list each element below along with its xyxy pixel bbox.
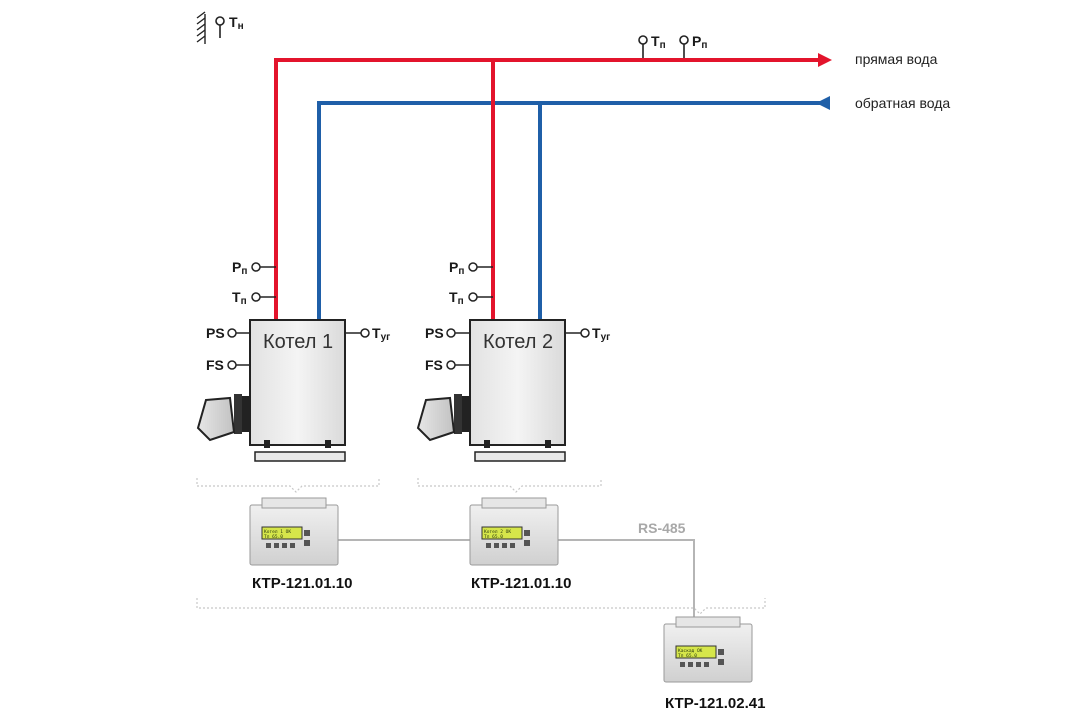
rs485-label: RS-485 — [638, 520, 686, 536]
svg-text:Тп 65.0: Тп 65.0 — [678, 653, 697, 659]
wall-hatch-icon — [196, 11, 206, 44]
return-water-pipe — [317, 101, 822, 320]
rs485-bus — [338, 539, 695, 626]
header-sensors: Tп Pп — [638, 33, 707, 60]
controller-1-label: КТР-121.01.10 — [252, 575, 352, 592]
supply-water-label: прямая вода — [855, 51, 938, 67]
controller-2: Котел 2 ОК Тп 65.0 КТР-121.01.10 — [469, 497, 571, 592]
boiler-2-flue-sensor: Tуг — [565, 325, 610, 343]
controller-1-display — [261, 526, 303, 540]
svg-text:Tуг: Tуг — [372, 325, 390, 343]
controller-3-display — [675, 645, 717, 659]
outdoor-sensor-label: Tн — [229, 14, 244, 32]
boiler-1-temperature-sensor: Tп — [232, 289, 247, 307]
controller-2-label: КТР-121.01.10 — [471, 575, 571, 592]
svg-text:Тп 65.0: Тп 65.0 — [264, 534, 283, 540]
controller-3-label: КТР-121.02.41 — [665, 695, 765, 712]
boiler-1-fs-sensor: FS — [206, 357, 224, 373]
boiler-2-name: Котел 2 — [483, 331, 553, 353]
supply-arrow-icon — [818, 53, 832, 67]
controller-3: Каскад ОК Тп 65.0 КТР-121.02.41 — [663, 616, 765, 712]
boiler-1-body — [249, 319, 346, 446]
return-water-label: обратная вода — [855, 95, 950, 111]
outdoor-temperature-sensor: Tн — [196, 11, 244, 44]
boiler-2-pressure-sensor: Pп — [449, 259, 464, 277]
controller-2-display — [481, 526, 523, 540]
boiler-2-sensors-left: Pп Tп PS FS — [425, 259, 493, 373]
svg-text:Котел 2 ОК: Котел 2 ОК — [484, 529, 511, 535]
boiler-1-flue-sensor: Tуг — [345, 325, 390, 343]
svg-text:Каскад ОК: Каскад ОК — [678, 648, 703, 654]
controller-1: Котел 1 ОК Тп 65.0 КТР-121.01.10 — [249, 497, 352, 592]
svg-text:Тп 65.0: Тп 65.0 — [484, 534, 503, 540]
burner-2-icon — [416, 394, 470, 442]
header-sensor-temperature: Tп — [651, 33, 666, 51]
boiler-2-body — [469, 319, 566, 446]
boiler-1-pressure-sensor: Pп — [232, 259, 247, 277]
burner-1-icon — [196, 394, 250, 442]
boiler-1-ps-sensor: PS — [206, 325, 225, 341]
boiler-1-base — [254, 451, 346, 462]
boiler-1: Pп Tп PS FS Котел 1 Tуг — [196, 259, 390, 462]
boiler-2-base — [474, 451, 566, 462]
boiler-2-fs-sensor: FS — [425, 357, 443, 373]
boiler-2-temperature-sensor: Tп — [449, 289, 464, 307]
boiler-2: Pп Tп PS FS Котел 2 Tуг — [416, 259, 610, 462]
svg-text:Котел 1 ОК: Котел 1 ОК — [264, 529, 291, 535]
boiler-1-name: Котел 1 — [263, 331, 333, 353]
boiler-1-sensors-left: Pп Tп PS FS — [206, 259, 276, 373]
boiler-2-ps-sensor: PS — [425, 325, 444, 341]
header-sensor-pressure: Pп — [692, 33, 707, 51]
svg-text:Tуг: Tуг — [592, 325, 610, 343]
return-arrow-icon — [816, 96, 830, 110]
supply-water-pipe — [274, 58, 818, 320]
grouping-brackets — [196, 478, 766, 615]
